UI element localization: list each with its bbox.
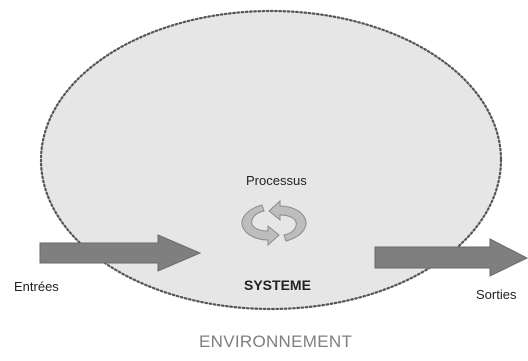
system-label: SYSTEME <box>244 277 311 293</box>
input-label: Entrées <box>14 279 59 294</box>
input-arrow-icon <box>39 234 202 272</box>
output-arrow-icon <box>374 238 528 277</box>
process-label: Processus <box>246 173 307 188</box>
environment-label: ENVIRONNEMENT <box>199 332 353 351</box>
output-label: Sorties <box>476 287 517 302</box>
cycle-arrows-icon <box>241 199 307 247</box>
system-boundary-ellipse <box>39 9 503 311</box>
